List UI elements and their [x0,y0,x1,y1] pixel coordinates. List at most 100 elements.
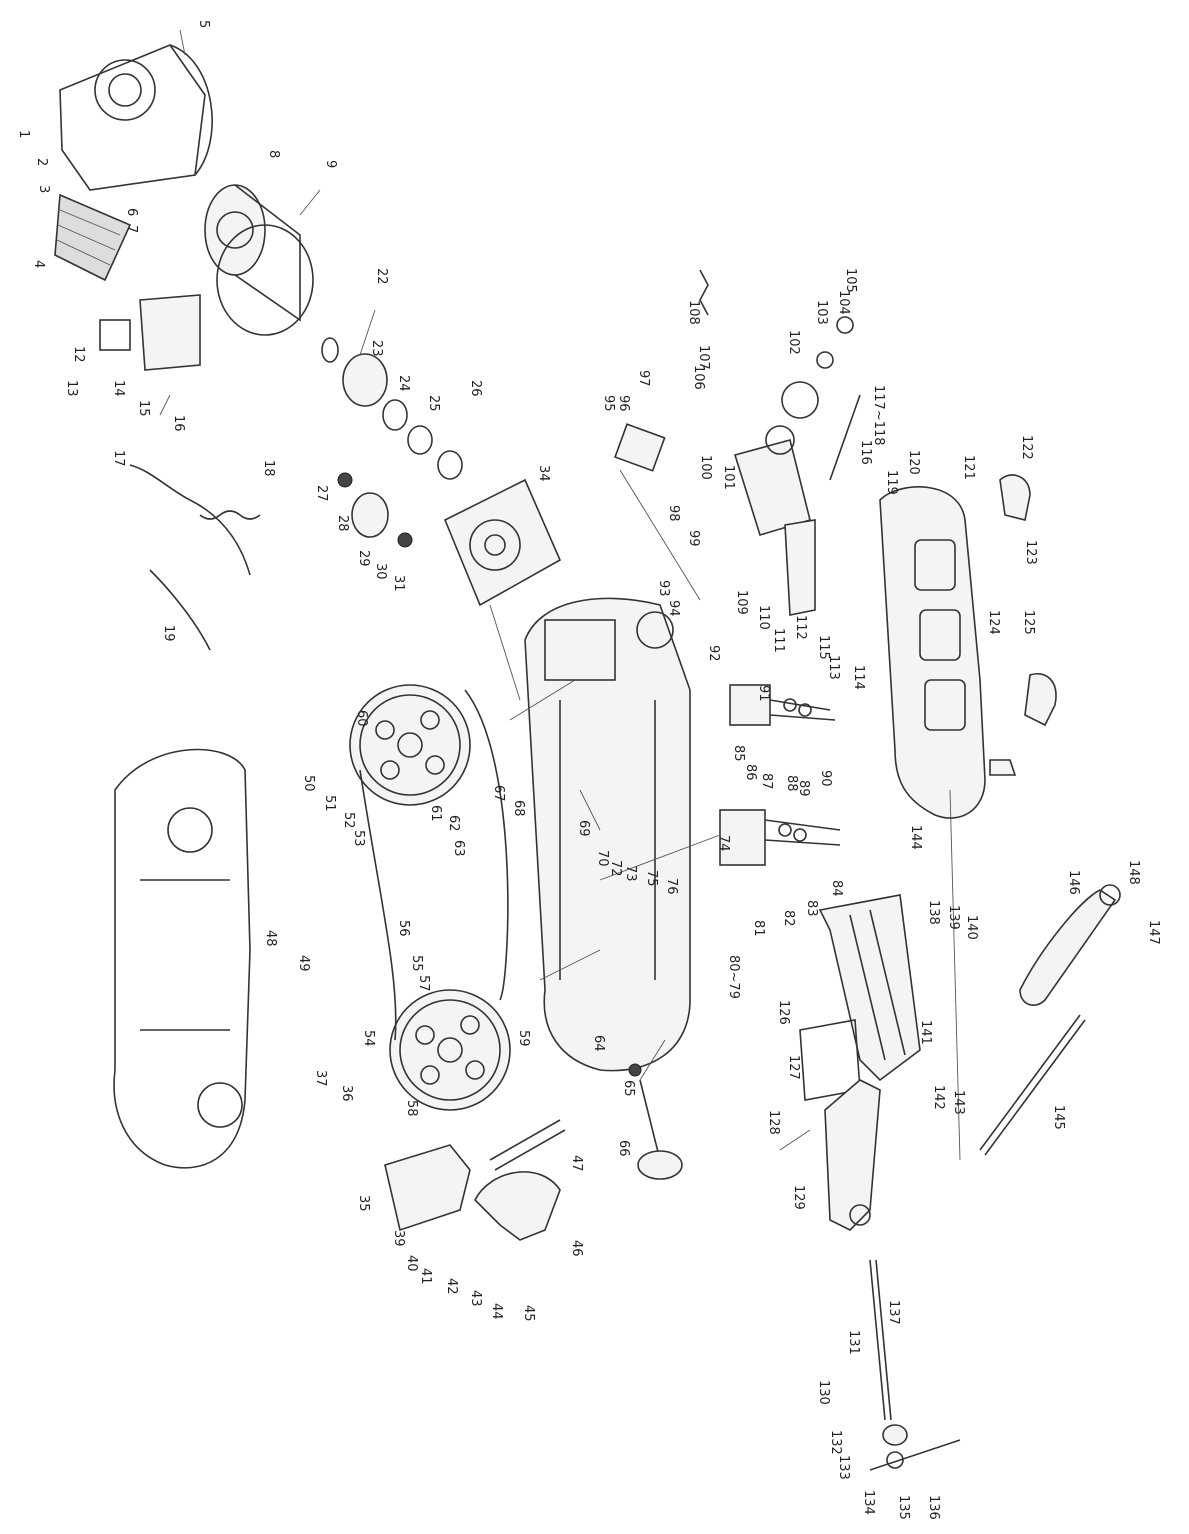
upper-blade-guide [729,684,836,726]
part-callout: 120 [906,450,921,475]
part-callout: 91 [756,685,771,702]
part-callout: 9 [323,160,338,168]
part-callout: 61 [428,805,443,822]
part-callout: 140 [964,915,979,940]
motor-shaft-parts [321,337,463,548]
part-callout: 122 [1019,435,1034,460]
part-callout: 110 [756,605,771,630]
part-callout: 29 [356,550,371,567]
part-callout: 105 [843,268,858,293]
part-callout: 85 [731,745,746,762]
blade-guard-bracket [384,1119,566,1241]
lower-blade-guide [719,809,841,866]
part-callout: 18 [261,460,276,477]
part-callout: 22 [374,268,389,285]
part-callout: 34 [536,465,551,482]
part-callout: 142 [931,1085,946,1110]
part-callout: 106 [691,365,706,390]
part-callout: 83 [804,900,819,917]
part-callout: 137 [886,1300,901,1325]
stand-base [879,474,1057,819]
part-callout: 103 [814,300,829,325]
switch-box [99,294,201,371]
part-callout: 50 [301,775,316,792]
part-callout: 144 [908,825,923,850]
part-callout: 23 [369,340,384,357]
part-callout: 87 [759,773,774,790]
part-callout: 51 [322,795,337,812]
part-callout: 12 [71,346,86,363]
part-callout: 101 [721,465,736,490]
part-callout: 4 [31,260,46,268]
part-callout: 100 [698,455,713,480]
part-callout: 121 [961,455,976,480]
part-callout: 66 [616,1140,631,1157]
part-callout: 65 [621,1080,636,1097]
part-callout: 7 [124,225,139,233]
part-callout: 82 [781,910,796,927]
part-callout: 84 [829,880,844,897]
part-callout: 1 [16,130,31,138]
part-callout: 36 [339,1085,354,1102]
part-callout: 30 [373,563,388,580]
part-callout: 14 [111,380,126,397]
part-callout: 31 [391,575,406,592]
part-callout: 39 [391,1230,406,1247]
part-callout: 88 [784,775,799,792]
part-callout: 45 [521,1305,536,1322]
part-callout: 35 [356,1195,371,1212]
part-callout: 16 [171,415,186,432]
part-callout: 102 [786,330,801,355]
part-callout: 89 [796,780,811,797]
part-callout: 75 [644,870,659,887]
part-callout: 80~79 [726,955,741,999]
part-callout: 26 [468,380,483,397]
part-callout: 40 [404,1255,419,1272]
lower-blade-wheel [389,989,511,1111]
part-callout: 141 [918,1020,933,1045]
part-callout: 93 [656,580,671,597]
part-callout: 28 [335,515,350,532]
part-callout: 5 [196,20,211,28]
part-callout: 58 [404,1100,419,1117]
part-callout: 147 [1146,920,1161,945]
part-callout: 63 [451,840,466,857]
part-callout: 95 [601,395,616,412]
part-callout: 41 [418,1268,433,1285]
part-callout: 104 [836,290,851,315]
part-callout: 113 [826,655,841,680]
part-callout: 27 [314,485,329,502]
part-callout: 73 [623,865,638,882]
part-callout: 109 [734,590,749,615]
part-callout: 128 [766,1110,781,1135]
upper-blade-wheel [349,684,471,806]
part-callout: 99 [686,530,701,547]
vise-jaw [824,1079,881,1231]
part-callout: 13 [64,380,79,397]
part-callout: 125 [1021,610,1036,635]
part-callout: 59 [516,1030,531,1047]
motor-fan-cover [59,44,213,191]
part-callout: 135 [896,1495,911,1520]
part-callout: 69 [576,820,591,837]
part-callout: 81 [751,920,766,937]
part-callout: 130 [816,1380,831,1405]
part-callout: 90 [818,770,833,787]
part-callout: 19 [161,625,176,642]
part-callout: 54 [361,1030,376,1047]
part-callout: 86 [743,764,758,781]
part-callout: 94 [666,600,681,617]
part-callout: 123 [1023,540,1038,565]
part-callout: 132 [828,1430,843,1455]
part-callout: 111 [771,628,786,653]
saw-blade [359,689,509,1041]
part-callout: 70 [595,850,610,867]
part-callout: 116 [858,440,873,465]
part-callout: 114 [851,665,866,690]
gearbox-housing [443,478,562,607]
part-callout: 37 [313,1070,328,1087]
support-rod [979,1014,1086,1156]
tension-assembly [614,269,861,616]
part-callout: 127 [786,1055,801,1080]
part-callout: 42 [444,1278,459,1295]
